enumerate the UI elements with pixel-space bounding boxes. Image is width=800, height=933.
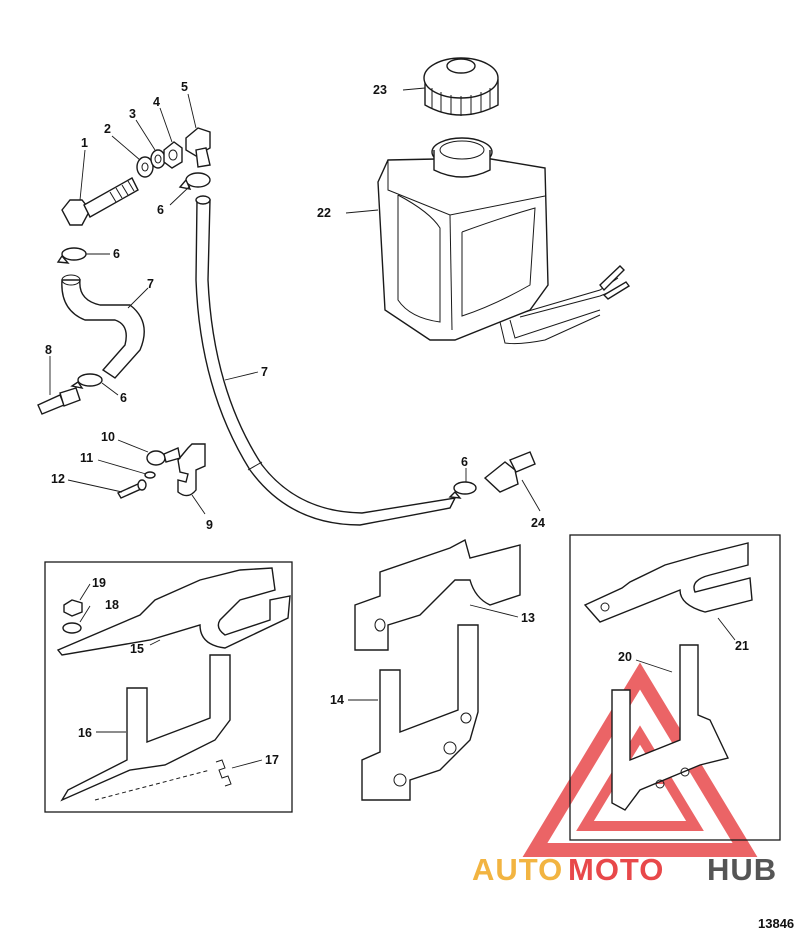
box-bracket-assembly-right (569, 534, 781, 841)
part-10-clamp (146, 447, 181, 466)
part-15-bracket (56, 567, 291, 656)
part-3-washer (150, 149, 166, 169)
part-6-clamp-a (178, 172, 211, 190)
callout-6b: 6 (113, 247, 120, 261)
part-7-hose-long (195, 195, 457, 526)
callout-9: 9 (206, 518, 213, 532)
part-17-spring (215, 759, 232, 787)
callout-21: 21 (735, 639, 749, 653)
watermark-text: AUTO MOTO HUB (472, 852, 777, 887)
callout-10: 10 (101, 430, 115, 444)
reference-number: 13846 (758, 916, 794, 931)
part-16-bracket (60, 654, 231, 802)
box-bracket-assembly (44, 561, 293, 813)
part-18-washer (62, 622, 82, 634)
callout-24: 24 (531, 516, 545, 530)
callout-18: 18 (105, 598, 119, 612)
callout-22: 22 (317, 206, 331, 220)
part-22-reservoir (377, 137, 631, 345)
part-11-washer (144, 471, 156, 479)
part-13-bracket (354, 538, 521, 651)
part-14-bracket (361, 624, 479, 801)
callout-6c: 6 (120, 391, 127, 405)
callout-2: 2 (104, 122, 111, 136)
part-5-elbow-fitting (185, 127, 211, 168)
part-4-nut (163, 141, 183, 169)
part-6-clamp-d (448, 481, 477, 499)
part-6-clamp-c (70, 373, 103, 390)
callout-3: 3 (129, 107, 136, 121)
callouts: 23 22 1 2 3 4 5 6 6 6 6 7 7 8 9 10 11 (45, 80, 749, 769)
part-19-nut (63, 599, 83, 617)
part-12-screw (116, 479, 147, 499)
callout-14: 14 (330, 693, 344, 707)
part-20-bracket (611, 644, 729, 811)
callout-12: 12 (51, 472, 65, 486)
callout-1: 1 (81, 136, 88, 150)
part-21-bracket (583, 542, 753, 623)
callout-13: 13 (521, 611, 535, 625)
part-8-fitting (37, 387, 81, 415)
callout-8: 8 (45, 343, 52, 357)
callout-7a: 7 (147, 277, 154, 291)
part-2-washer (136, 156, 154, 178)
callout-11: 11 (80, 451, 93, 465)
callout-6d: 6 (461, 455, 468, 469)
callout-20: 20 (618, 650, 632, 664)
part-1-bolt (61, 177, 139, 226)
callout-17: 17 (265, 753, 279, 767)
callout-6a: 6 (157, 203, 164, 217)
part-7-hose-short (61, 274, 145, 379)
callout-7b: 7 (261, 365, 268, 379)
callout-19: 19 (92, 576, 106, 590)
callout-15: 15 (130, 642, 144, 656)
watermark-moto: MOTO (568, 852, 664, 887)
callout-5: 5 (181, 80, 188, 94)
callout-4: 4 (153, 95, 160, 109)
watermark-hub: HUB (707, 852, 777, 887)
callout-16: 16 (78, 726, 92, 740)
part-6-clamp-b (56, 247, 87, 264)
watermark-auto: AUTO (472, 852, 563, 887)
callout-23: 23 (373, 83, 387, 97)
part-24-fitting (483, 451, 536, 493)
part-23-cap (423, 57, 499, 116)
part-9-clip (177, 443, 206, 497)
